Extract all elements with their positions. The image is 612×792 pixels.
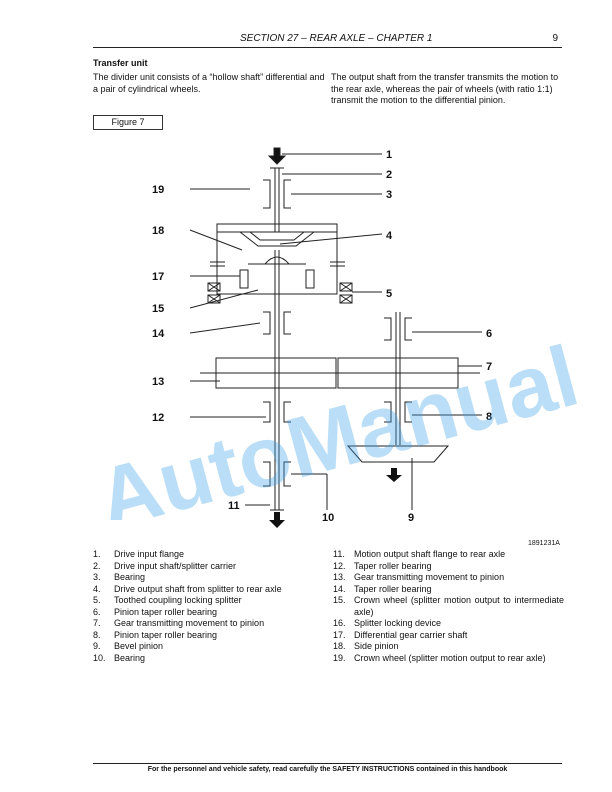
callout-18: 18 <box>152 225 164 237</box>
legend-number: 11. <box>333 549 345 559</box>
legend-number: 9. <box>93 641 101 651</box>
legend-number: 16. <box>333 618 346 628</box>
legend-text: Crown wheel (splitter motion output to i… <box>354 595 564 617</box>
callout-17: 17 <box>152 271 164 283</box>
safety-footer: For the personnel and vehicle safety, re… <box>147 766 508 773</box>
legend-text: Pinion taper roller bearing <box>114 629 218 640</box>
legend-number: 13. <box>333 572 346 582</box>
legend-number: 19. <box>333 652 346 663</box>
callout-6: 6 <box>486 328 492 340</box>
legend-number: 2. <box>93 560 101 571</box>
legend-text: Pinion taper roller bearing <box>114 606 218 617</box>
legend-text: Toothed coupling locking splitter <box>114 595 242 605</box>
legend-text: Splitter locking device <box>354 618 442 628</box>
legend-text: Bearing <box>114 572 146 582</box>
legend-text: Differential gear carrier shaft <box>354 629 468 640</box>
callout-7: 7 <box>486 361 492 373</box>
legend-number: 18. <box>333 641 346 651</box>
intro-paragraph-right: The output shaft from the transfer trans… <box>331 72 559 105</box>
legend-number: 5. <box>93 595 101 605</box>
section-heading: Transfer unit <box>93 58 148 68</box>
legend-number: 12. <box>333 560 346 571</box>
legend-number: 10. <box>93 652 106 663</box>
legend-text: Drive output shaft from splitter to rear… <box>114 583 282 594</box>
legend-number: 8. <box>93 629 101 640</box>
legend-number: 4. <box>93 583 101 594</box>
legend-number: 1. <box>93 549 101 559</box>
legend-text: Crown wheel (splitter motion output to r… <box>354 652 546 663</box>
callout-8: 8 <box>486 411 492 423</box>
pinion-arrow-icon <box>386 468 402 482</box>
footer-divider <box>93 763 562 764</box>
legend-text: Side pinion <box>354 641 399 651</box>
legend-text: Drive input shaft/splitter carrier <box>114 560 237 571</box>
callout-9: 9 <box>408 512 414 524</box>
legend-right: 11. Motion output shaft flange to rear ax… <box>333 549 564 669</box>
legend-text: Bearing <box>114 652 146 663</box>
legend-text: Gear transmitting movement to pinion <box>354 572 505 582</box>
callout-10: 10 <box>322 512 334 524</box>
callout-11: 11 <box>228 500 240 512</box>
section-title: SECTION 27 – REAR AXLE – CHAPTER 1 <box>240 33 433 44</box>
callout-2: 2 <box>386 169 392 181</box>
callout-5: 5 <box>386 288 392 300</box>
callout-1: 1 <box>386 149 392 161</box>
legend-text: Taper roller bearing <box>354 583 432 594</box>
legend-number: 3. <box>93 572 101 582</box>
intro-paragraph-left: The divider unit consists of a “hollow s… <box>93 72 325 94</box>
callout-12: 12 <box>152 412 164 424</box>
figure-label: Figure 7 <box>93 115 163 130</box>
input-arrow-icon <box>267 147 287 165</box>
legend-text: Gear transmitting movement to pinion <box>114 618 265 628</box>
output-arrow-icon <box>269 512 285 528</box>
legend-number: 17. <box>333 629 346 640</box>
callout-19: 19 <box>152 184 164 196</box>
legend-text: Drive input flange <box>114 549 185 559</box>
callout-14: 14 <box>152 328 165 340</box>
legend-text: Taper roller bearing <box>354 560 432 571</box>
page-header: SECTION 27 – REAR AXLE – CHAPTER 1 9 <box>93 31 562 48</box>
legend-number: 6. <box>93 606 101 617</box>
transfer-unit-diagram: 1 2 3 4 5 6 7 8 9 10 11 12 13 14 15 17 1… <box>152 147 492 528</box>
callout-13: 13 <box>152 376 164 388</box>
legend-number: 7. <box>93 618 101 628</box>
legend-number: 15. <box>333 595 346 605</box>
page-number: 9 <box>552 33 558 44</box>
figure-code: 1891231A <box>528 540 560 547</box>
callout-4: 4 <box>386 230 393 242</box>
callout-3: 3 <box>386 189 392 201</box>
legend-text: Bevel pinion <box>114 641 164 651</box>
callout-15: 15 <box>152 303 164 315</box>
legend-number: 14. <box>333 583 346 594</box>
legend-left: 1. Drive input flange 2. Drive input shaft/… <box>93 549 323 669</box>
legend-text: Motion output shaft flange to rear axle <box>354 549 506 559</box>
